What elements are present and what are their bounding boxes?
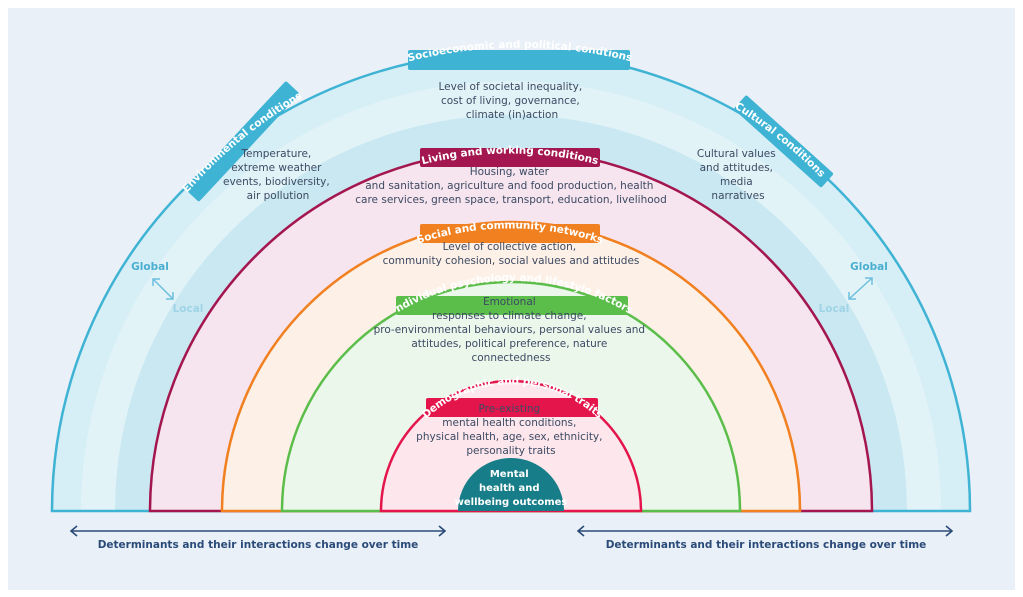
local-label-right: Local [819, 303, 850, 315]
desc-line: climate (in)action [466, 109, 558, 121]
arrow-left-icon [576, 525, 585, 537]
scale-right: Global Local [819, 261, 888, 315]
desc-living: Housing, water and sanitation, agricultu… [355, 166, 666, 206]
desc-line: extreme weather [231, 162, 322, 174]
center-text: Mental health and wellbeing outcomes [455, 469, 568, 508]
desc-socioeconomic: Level of societal inequality, cost of li… [439, 81, 586, 121]
timeline-text-right: Determinants and their interactions chan… [606, 539, 927, 551]
label-bg-social [420, 224, 600, 243]
global-local-arrow-right [848, 277, 873, 300]
desc-line: care services, green space, transport, e… [355, 194, 666, 206]
label-bg-cultural [734, 95, 834, 188]
arrowhead-icon [848, 292, 856, 300]
global-local-arrow-left [152, 278, 174, 300]
global-label-right: Global [850, 261, 888, 273]
desc-line: physical health, age, sex, ethnicity, [416, 431, 602, 443]
global-label-left: Global [131, 261, 169, 273]
label-bg-demographic [426, 398, 598, 417]
label-bg-socioeconomic [408, 50, 630, 70]
timeline-right: Determinants and their interactions chan… [576, 525, 954, 551]
center-line: health and [479, 483, 539, 494]
desc-line: personality traits [466, 445, 555, 457]
desc-cultural: Cultural values and attitudes, media nar… [697, 148, 779, 202]
label-bg-environmental [185, 81, 299, 202]
desc-line: Level of collective action, [443, 241, 576, 253]
timeline-left: Determinants and their interactions chan… [69, 525, 447, 551]
arrowhead-icon [166, 292, 174, 300]
desc-line: community cohesion, social values and at… [383, 255, 640, 267]
desc-line: media [720, 176, 753, 188]
desc-line: cost of living, governance, [441, 95, 580, 107]
center-line: Mental [490, 469, 529, 480]
desc-line: Emotional [483, 296, 536, 308]
local-label-left: Local [173, 303, 204, 315]
desc-line: events, biodiversity, [223, 176, 330, 188]
rings-layer [50, 50, 972, 513]
center-outcome: Mental health and wellbeing outcomes [455, 458, 568, 511]
arrowhead-icon [152, 278, 160, 286]
timeline-text-left: Determinants and their interactions chan… [98, 539, 419, 551]
label-bg-individual [396, 296, 628, 315]
desc-line: Pre-existing [478, 403, 540, 415]
arrow-right-icon [438, 525, 447, 537]
desc-line: Level of societal inequality, [439, 81, 583, 93]
desc-line: air pollution [247, 190, 310, 202]
desc-social: Level of collective action, community co… [383, 241, 640, 267]
arrowhead-icon [865, 277, 873, 285]
desc-line: Temperature, [240, 148, 311, 160]
desc-demographic: Pre-existing mental health conditions, p… [416, 403, 606, 457]
desc-line: pro-environmental behaviours, personal v… [374, 324, 646, 336]
desc-line: responses to climate change, [432, 310, 587, 322]
desc-line: Housing, water [470, 166, 550, 178]
center-line: wellbeing outcomes [455, 497, 568, 508]
arrow-left-icon [69, 525, 78, 537]
desc-individual: Emotional responses to climate change, p… [374, 296, 649, 364]
desc-line: and attitudes, [700, 162, 773, 174]
descriptions: Level of societal inequality, cost of li… [223, 81, 779, 457]
desc-line: mental health conditions, [442, 417, 576, 429]
desc-line: connectedness [471, 352, 550, 364]
center-semicircle [458, 458, 564, 511]
desc-line: attitudes, political preference, nature [411, 338, 607, 350]
label-bg-living [420, 148, 600, 167]
arrow-right-icon [945, 525, 954, 537]
scale-left: Global Local [131, 261, 203, 315]
desc-line: Cultural values [697, 148, 776, 160]
desc-environmental: Temperature, extreme weather events, bio… [223, 148, 333, 202]
desc-line: and sanitation, agriculture and food pro… [365, 180, 653, 192]
desc-line: narratives [711, 190, 764, 202]
